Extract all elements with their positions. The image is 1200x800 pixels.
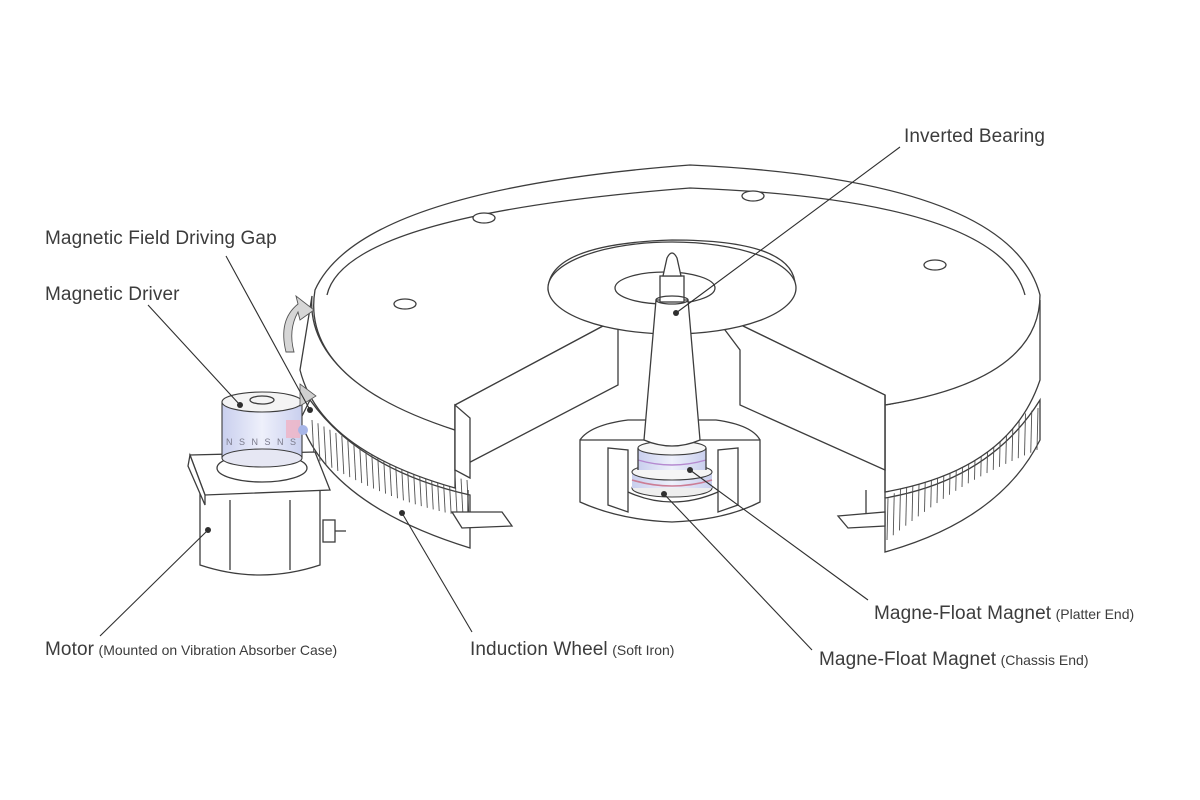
induction-wheel-fin [886,497,889,541]
label-induction-wheel-main: Induction Wheel [470,639,608,660]
induction-wheel-fin [341,436,345,475]
magne-float-magnet-platter [637,440,707,470]
platter [299,164,1041,498]
motor [187,451,346,576]
induction-wheel-fin [347,439,351,478]
label-magne-float-chassis: Magne-Float Magnet (Chassis End) [819,650,1089,669]
induction-wheel-fin [892,493,895,536]
magne-float-magnet-chassis [631,463,713,498]
label-magne-float-platter-main: Magne-Float Magnet [874,603,1052,624]
induction-wheel-fin [371,450,375,489]
label-induction-wheel-note: (Soft Iron) [612,642,675,658]
rotation-arrow-icon [283,294,317,407]
label-motor-note: (Mounted on Vibration Absorber Case) [98,642,338,658]
mounting-foot-right [836,490,886,529]
inverted-bearing [643,252,701,447]
induction-wheel-fin [317,423,321,462]
label-magne-float-platter: Magne-Float Magnet (Platter End) [874,604,1134,623]
induction-wheel-left [299,398,471,549]
induction-wheel-fin [460,478,464,517]
induction-wheel-fin [1030,410,1033,453]
label-magne-float-chassis-main: Magne-Float Magnet [819,649,997,670]
induction-wheel-fin [1017,416,1020,459]
induction-wheel-fin [1024,413,1026,456]
label-motor: Motor (Mounted on Vibration Absorber Cas… [45,640,337,659]
induction-wheel-fin [377,453,381,492]
magnetic-driver: N S N S N S [221,391,308,468]
leader-lines [99,146,901,651]
label-magnetic-field-driving-gap: Magnetic Field Driving Gap [45,228,277,249]
label-motor-main: Motor [45,639,95,660]
induction-wheel-fin [899,488,901,531]
label-induction-wheel: Induction Wheel (Soft Iron) [470,640,674,659]
induction-wheel-fin [329,429,333,468]
driver-pole-letters: N S N S N S [226,437,298,447]
induction-wheel-fin [323,426,327,465]
label-inverted-bearing: Inverted Bearing [904,126,1046,147]
induction-wheel-fin [335,432,339,471]
label-magne-float-chassis-note: (Chassis End) [1000,652,1089,668]
induction-wheel-fin [365,447,369,486]
label-magnetic-driver: Magnetic Driver [45,284,180,305]
induction-wheel-fin [359,445,363,484]
mounting-foot-left [450,490,514,529]
induction-wheel-fin [1036,407,1039,451]
label-magne-float-platter-note: (Platter End) [1055,606,1135,622]
induction-wheel-fin [383,455,386,494]
induction-wheel-fin [905,483,908,526]
induction-wheel-fin [353,442,357,481]
